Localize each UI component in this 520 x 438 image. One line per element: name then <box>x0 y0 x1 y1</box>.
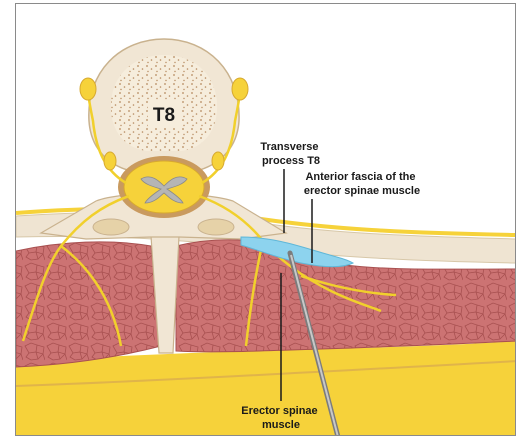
left-facet <box>93 219 129 235</box>
right-facet <box>198 219 234 235</box>
label-transverse-process: Transverse process T8 <box>260 141 321 167</box>
esp-block-illustration: T8 Transver <box>16 4 516 436</box>
diagram-frame: T8 Transver <box>15 3 516 436</box>
label-anterior-fascia: Anterior fascia of the erector spinae mu… <box>304 171 420 197</box>
vertebra-label: T8 <box>153 105 175 126</box>
left-erector-spinae-muscle <box>16 242 161 367</box>
